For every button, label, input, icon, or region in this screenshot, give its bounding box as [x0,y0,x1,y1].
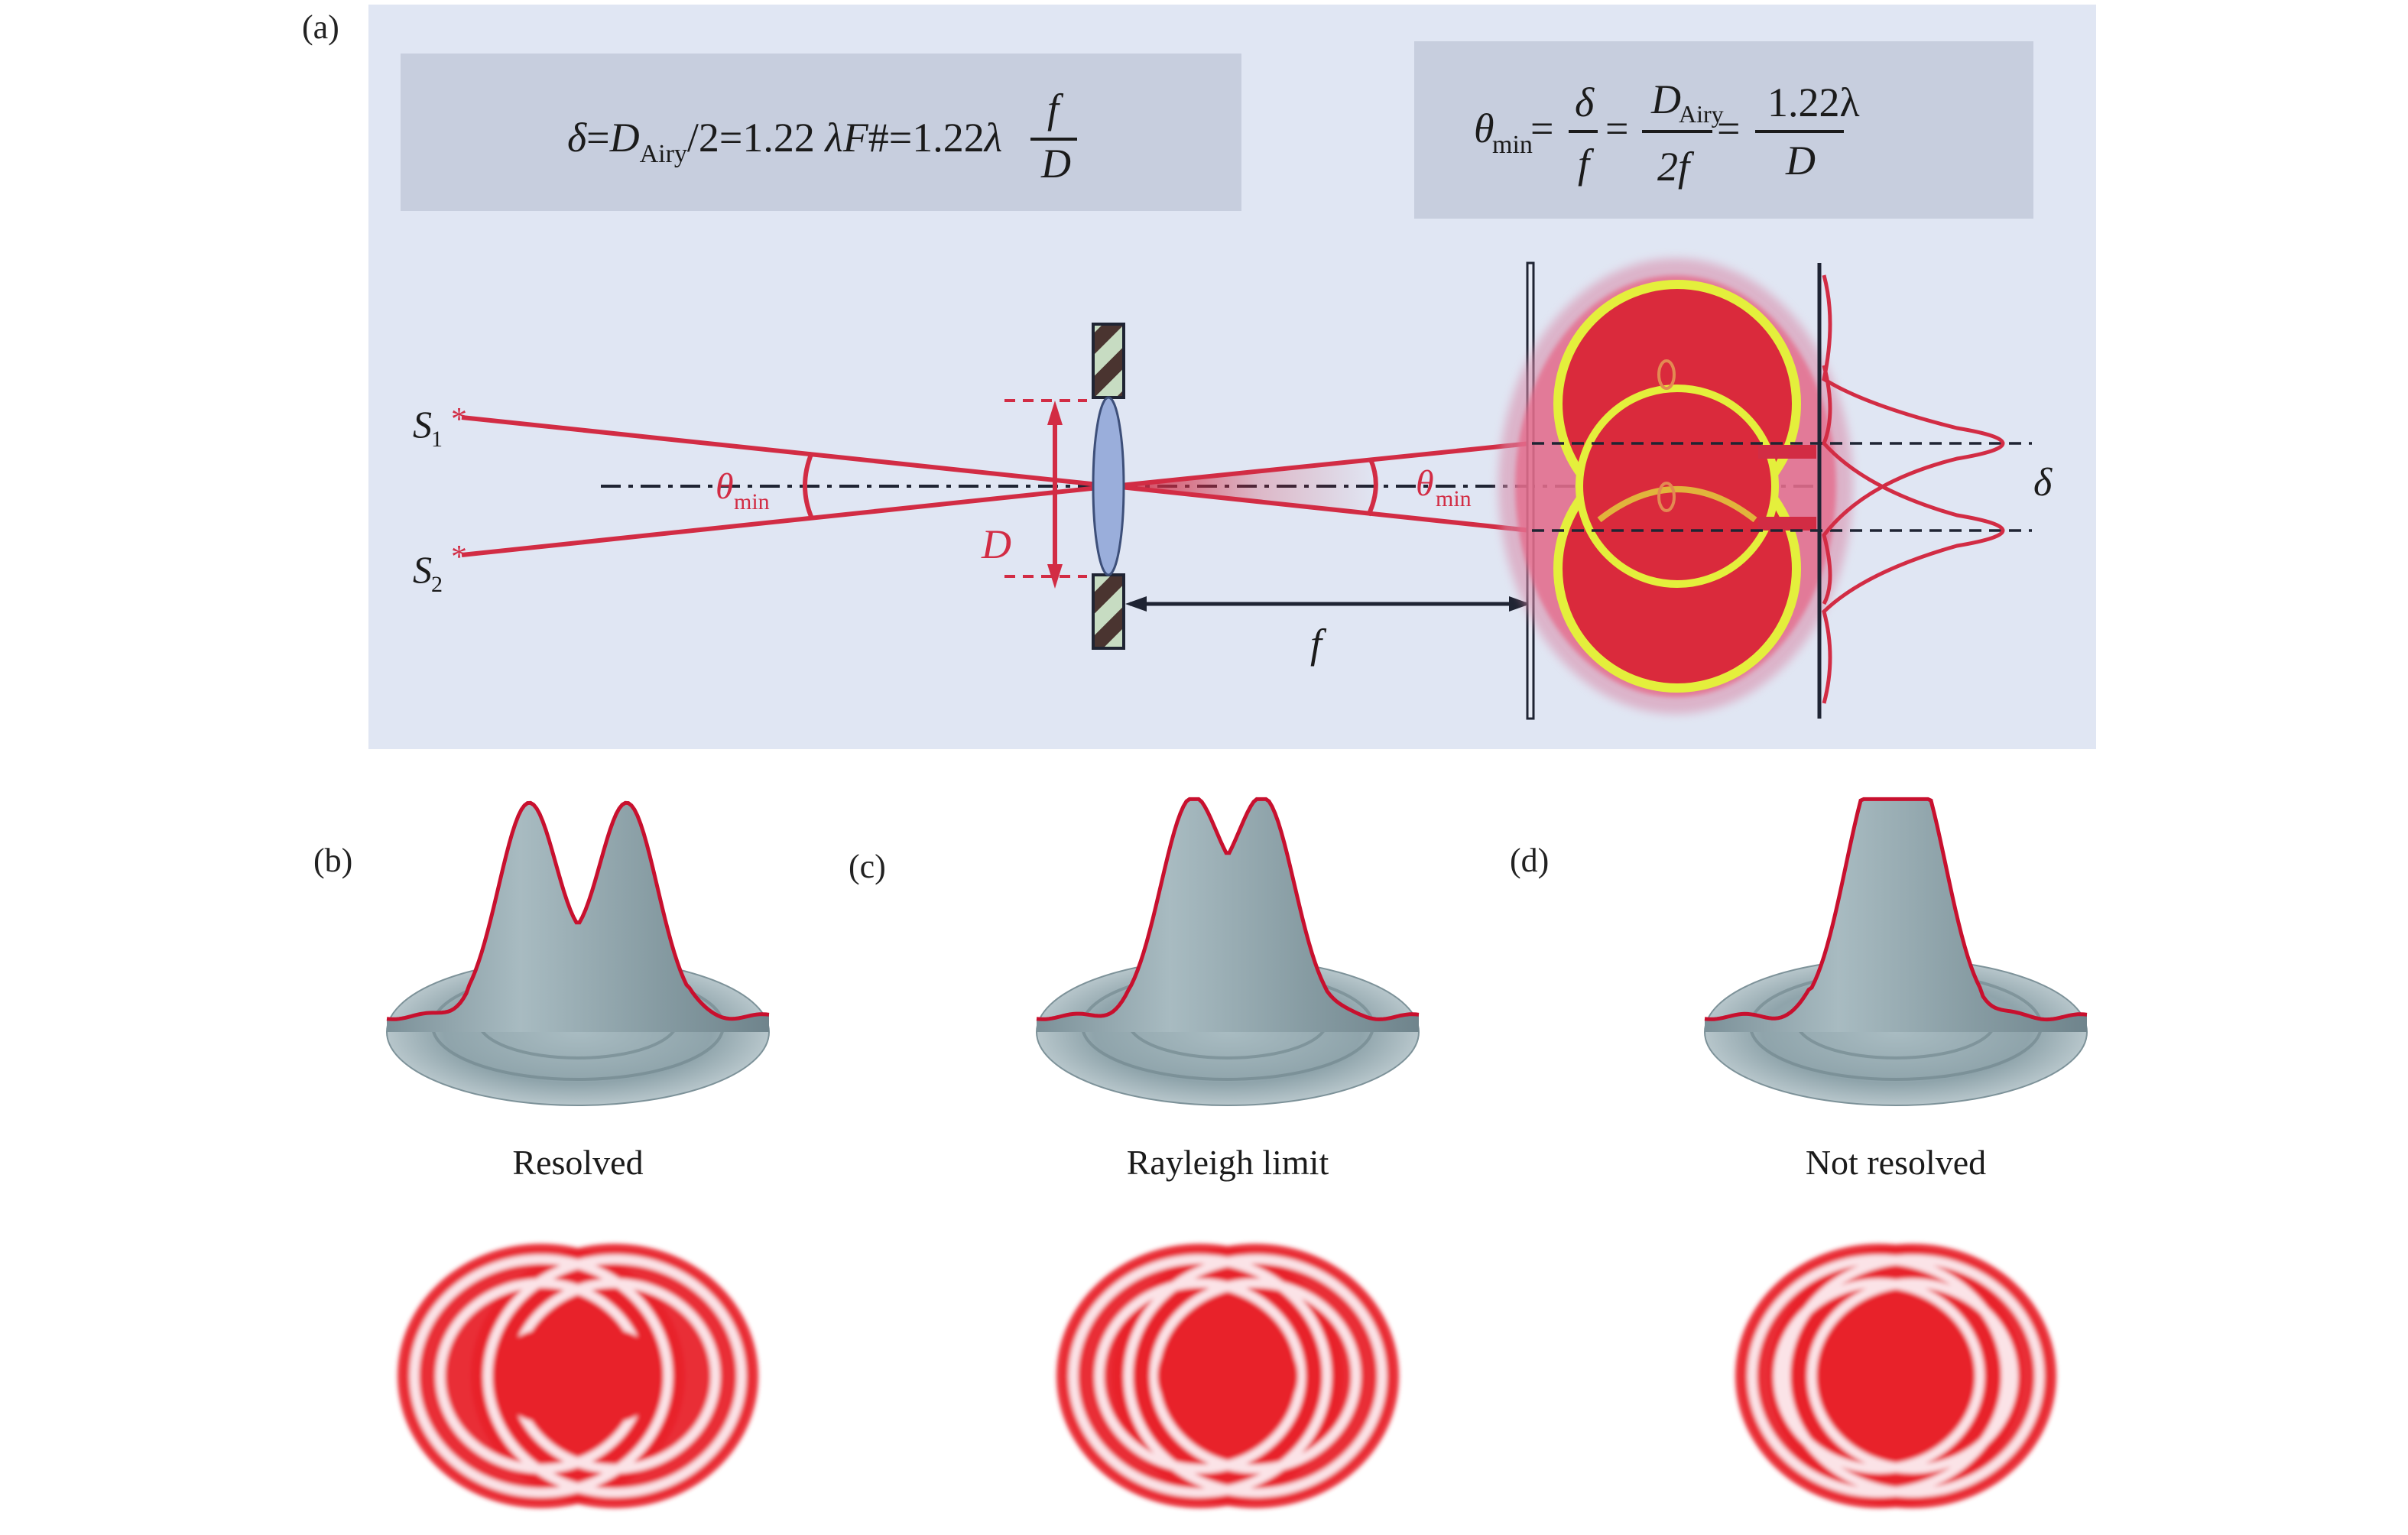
formula-eq3: = [1717,105,1740,151]
theta-min-right-label: θ [1416,463,1434,504]
airy-pattern-2d [398,1244,758,1508]
aperture-stop-bottom [1092,573,1125,650]
formula-hash: #=1.22 [868,115,985,161]
angle-arc-right [1366,458,1378,517]
formula-frac-den: D [1040,141,1071,187]
source-s1-sub: 1 [431,427,443,452]
formula-box-delta: δ=DAiry/2=1.22 λF#=1.22λ f D [401,54,1241,211]
theta-min-left-sub: min [734,489,770,514]
aperture-stop-top [1092,323,1125,399]
psf-profile-curve [1704,797,2088,1022]
star-icon-s1: * [451,402,467,437]
panel-label: (c) [849,848,886,885]
formula-eq: = [586,115,609,161]
psf-peaks-surface [1705,799,2087,1032]
panel-label: (b) [313,842,352,879]
formula-airy-sub: Airy [640,140,687,168]
aperture-diameter-dimension [1004,399,1087,589]
panel-resolved: (b) Resolved [313,800,770,1508]
focal-length-dimension [1125,596,1530,612]
panel-label: (d) [1510,842,1549,879]
psf-profile-curve [386,800,770,1021]
formula-theta: θ [1474,105,1494,151]
formula-eq2: = [1605,105,1628,151]
formula-D: D [609,115,640,161]
formula-min-sub: min [1492,131,1533,159]
formula-delta: δ [567,115,587,161]
formula-f3-num: 1.22λ [1767,80,1860,125]
airy-pattern-image [1498,258,1853,714]
ray-cone-fill [1113,459,1376,514]
formula-box-theta: θ min = δ f = D Airy 2f = 1.22λ D [1414,41,2033,219]
panel-unresolved: (d) Not resolved [1510,797,2088,1508]
intensity-profile-bottom [1822,365,2005,704]
formula-f2-den: 2f [1657,144,1695,190]
lens [1092,396,1125,576]
theta-min-right-sub: min [1436,486,1472,511]
panel-caption: Resolved [512,1143,643,1182]
source-s1-label: S [413,403,432,446]
airy-pattern-2d [1735,1244,2056,1508]
psf-profile-curve [1036,797,1420,1021]
panel-a-label: (a) [302,8,339,46]
theta-min-left-label: θ [716,466,734,507]
svg-text:δ=DAiry/2=1.22 λF#=1.22λ: δ=DAiry/2=1.22 λF#=1.22λ [567,115,1002,168]
formula-f2-num: D [1650,76,1681,122]
panel-a: (a) δ=DAiry/2=1.22 λF#=1.22λ f D θ min =… [302,5,2096,749]
star-icon-s2: * [451,540,467,575]
formula-mid: /2=1.22 [687,115,825,161]
formula-f3-den: D [1785,138,1816,183]
delta-label: δ [2033,461,2053,505]
panel-caption: Rayleigh limit [1127,1143,1329,1182]
psf-peaks-surface [1037,799,1419,1032]
panel-caption: Not resolved [1806,1143,1986,1182]
angle-arc-left [803,451,814,520]
formula-eq1: = [1530,105,1553,151]
bottom-panels: (b) Resolved (c) Rayleigh limit (d) Not resol… [313,797,2088,1508]
formula-f2-sub: Airy [1679,100,1724,128]
airy-pattern-2d [1056,1244,1399,1508]
panel-rayleigh: (c) Rayleigh limit [849,797,1420,1508]
formula-lambda: λ [823,115,842,161]
source-s2-label: S [413,548,432,591]
aperture-D-label: D [981,521,1011,567]
formula-lambda2: λ [983,115,1002,161]
psf-peaks-surface [387,803,769,1032]
source-s2-sub: 2 [431,572,443,597]
formula-F: F [842,115,869,161]
formula-f1-num: δ [1575,80,1595,125]
